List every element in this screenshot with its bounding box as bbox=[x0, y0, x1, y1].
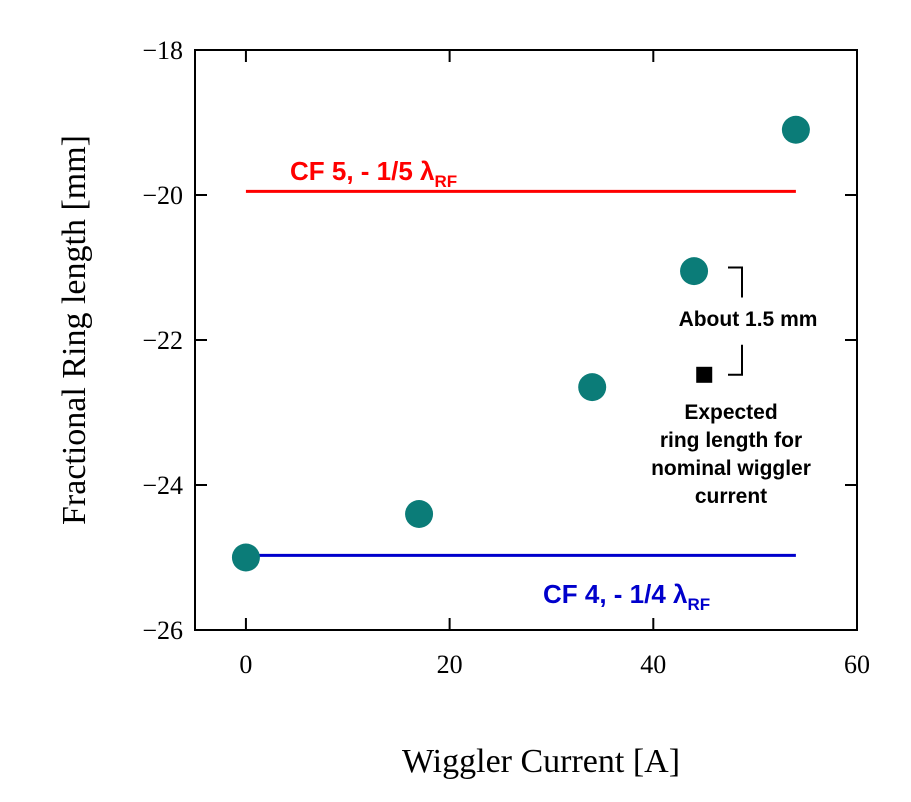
bracket-bottom bbox=[728, 344, 743, 376]
reference-line-label-main: CF 5, - 1/5 λ bbox=[290, 156, 435, 186]
points-layer bbox=[231, 115, 810, 572]
y-tick-label: −20 bbox=[142, 181, 183, 210]
difference-annotation: About 1.5 mm bbox=[679, 308, 818, 331]
reference-line-label-main: CF 4, - 1/4 λ bbox=[543, 579, 688, 609]
x-axis-label: Wiggler Current [A] bbox=[402, 743, 680, 780]
expected-annotation-line: Expected bbox=[684, 401, 777, 424]
data-point bbox=[781, 115, 810, 144]
data-point bbox=[578, 373, 607, 402]
data-point bbox=[405, 500, 434, 528]
x-tick-label: 60 bbox=[844, 650, 870, 679]
x-tick-label: 40 bbox=[640, 650, 666, 679]
y-tick-label: −18 bbox=[142, 36, 183, 65]
expected-annotation-line: nominal wiggler bbox=[651, 457, 811, 480]
x-tick-label: 0 bbox=[239, 650, 252, 679]
y-tick-label: −22 bbox=[142, 326, 183, 355]
data-point bbox=[680, 257, 709, 286]
y-axis-label: Fractional Ring length [mm] bbox=[56, 135, 93, 525]
reference-line-label: CF 4, - 1/4 λRF bbox=[543, 579, 710, 614]
reference-line-label: CF 5, - 1/5 λRF bbox=[290, 156, 457, 191]
expected-annotation-line: ring length for bbox=[660, 429, 802, 452]
expected-point-marker bbox=[696, 366, 713, 383]
y-tick-label: −26 bbox=[142, 616, 183, 645]
x-tick-label: 20 bbox=[437, 650, 463, 679]
reference-line-label-subscript: RF bbox=[688, 595, 711, 614]
bracket-top bbox=[728, 266, 743, 298]
y-tick-label: −24 bbox=[142, 471, 183, 500]
ticks-layer: 0 20 40 60 −18 −20 −22 −24 −26 bbox=[142, 36, 870, 679]
reference-line-label-subscript: RF bbox=[435, 172, 458, 191]
annotations-layer: About 1.5 mm Expected ring length for nomin… bbox=[651, 266, 818, 508]
plot-frame bbox=[194, 49, 858, 631]
expected-annotation-line: current bbox=[695, 485, 767, 508]
data-point bbox=[231, 543, 260, 572]
